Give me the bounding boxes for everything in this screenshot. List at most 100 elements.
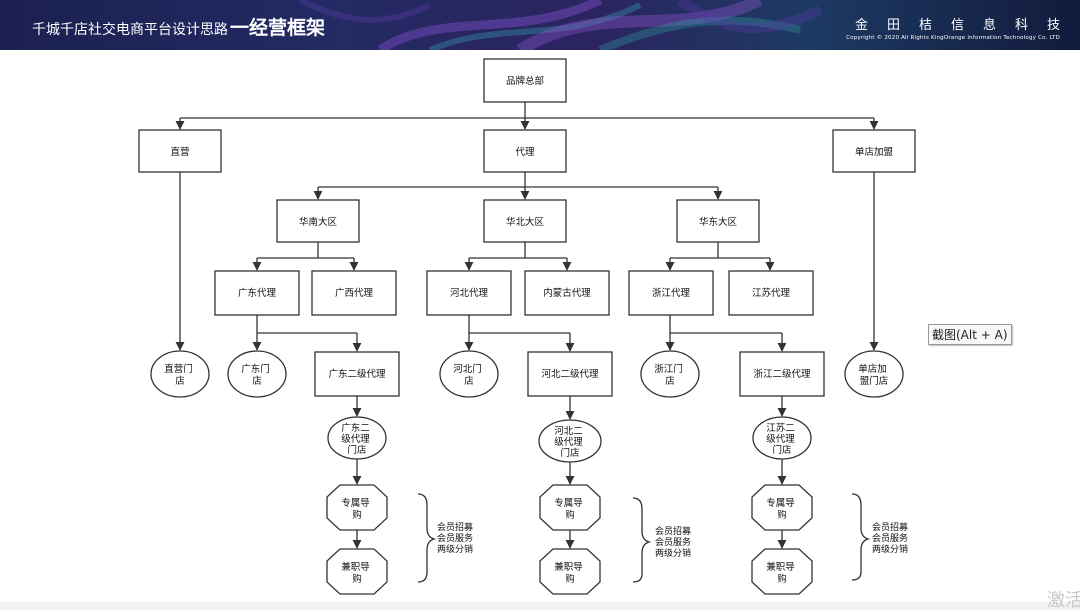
node-gd-parttime-guide-line-2: 购 [352,573,362,585]
node-hb-parttime-guide: 兼职导 购 [554,561,586,585]
node-hb-store: 河北门 店 [453,363,485,387]
node-gd-exclusive-guide: 专属导 购 [341,497,373,521]
node-gd-l2-store-line-1: 广东二 [341,422,370,434]
node-zj-l2-store-shape [752,416,812,460]
node-south-box [276,199,360,243]
note-zj-line-1: 会员招募 [872,521,908,533]
node-zj-exclusive-guide-line-1: 专属导 [766,497,795,509]
node-gd-store-line-2: 店 [252,375,262,387]
node-hb-l2-store: 河北二 级代理 门店 [554,425,586,459]
node-hb-l2-agent: 河北二级代理 [541,368,599,380]
node-hb-l2-store-shape [538,419,602,463]
node-zj-parttime-guide: 兼职导 购 [766,561,798,585]
node-hb-store-line-2: 店 [464,375,474,387]
node-gd-l2-store-line-2: 级代理 [341,433,370,445]
node-zj-l2-agent: 浙江二级代理 [753,368,811,380]
rect-nodes [138,58,916,397]
node-hb-agent: 河北代理 [450,287,489,299]
page-title: 千城千店社交电商平台设计思路一经营框架 [32,13,325,40]
node-north-region: 华北大区 [506,216,545,228]
node-zj-exclusive-guide: 专属导 购 [766,497,798,521]
node-gd-agent: 广东代理 [238,287,277,299]
octagon-nodes [326,484,813,595]
node-gd-l2-store-shape [327,416,387,460]
node-gd-store: 广东门 店 [241,363,273,387]
node-franchise-box [832,129,916,173]
brand-name: 金田桔信息科技 [854,18,1079,33]
node-hb-exclusive-guide: 专属导 购 [554,497,586,521]
brace-group [417,493,871,583]
node-gd-exclusive-guide-shape [326,484,388,531]
brace-zj [851,493,871,581]
page-title-sub: 千城千店社交电商平台设计思路 [32,22,228,38]
node-agent-box [483,129,567,173]
node-east-region: 华东大区 [699,216,738,228]
node-hq-box [483,58,567,103]
node-gd-exclusive-guide-line-1: 专属导 [341,497,370,509]
note-hb-line-2: 会员服务 [655,536,691,548]
node-hb-parttime-guide-shape [539,548,601,595]
node-zj-exclusive-guide-shape [751,484,813,531]
node-gd-parttime-guide-line-1: 兼职导 [341,561,370,573]
node-zj-store-line-1: 浙江门 [654,363,683,375]
node-hb-store-shape [439,350,499,398]
node-hb-exclusive-guide-line-1: 专属导 [554,497,583,509]
screenshot-tooltip: 截图(Alt + A) [928,324,1012,345]
brand-copyright: Copyright © 2020 All Rights KingOrange I… [846,35,1060,41]
note-gd-line-2: 会员服务 [437,532,473,544]
node-zj-store-line-2: 店 [665,375,675,387]
node-single-franchise: 单店加盟 [855,146,894,158]
node-zj-agent: 浙江代理 [652,287,691,299]
node-nmg-agent: 内蒙古代理 [543,287,591,299]
node-labels: 品牌总部 直营 代理 单店加盟 华南大区 华北大区 华东大区 广东代理 广西代理… [170,75,893,380]
bottom-strip [0,602,1080,610]
node-zj-l2-store-line-3: 门店 [772,444,791,456]
node-hb-parttime-guide-line-1: 兼职导 [554,561,583,573]
node-hb-l2-store-line-2: 级代理 [554,436,583,448]
node-hb-l2-box [527,351,613,397]
node-direct-store-line-2: 店 [175,375,185,387]
node-js-agent: 江苏代理 [752,287,791,299]
node-south-region: 华南大区 [299,216,338,228]
node-franchise-store-shape [844,350,904,398]
note-zj-line-3: 两级分销 [872,543,908,555]
note-gd: 会员招募 会员服务 两级分销 [437,521,476,555]
header-swirl-decoration [298,0,823,50]
node-franchise-store-line-1: 单店加 [858,363,887,375]
activation-watermark: 激活 [1047,590,1080,611]
connector-lines [175,102,879,549]
note-hb-line-1: 会员招募 [655,525,691,537]
node-zj-l2-box [739,351,825,397]
node-nmg-agent-box [524,270,610,316]
note-gd-line-1: 会员招募 [437,521,473,533]
node-direct-box [138,129,222,173]
org-chart-diagram: 品牌总部 直营 代理 单店加盟 华南大区 华北大区 华东大区 广东代理 广西代理… [138,58,916,595]
node-gd-store-shape [227,350,287,398]
node-gx-agent-box [311,270,397,316]
node-zj-parttime-guide-shape [751,548,813,595]
node-gd-parttime-guide-shape [326,548,388,595]
brace-gd [417,493,437,583]
node-direct-store-line-1: 直营门 [164,363,193,375]
node-hb-exclusive-guide-shape [539,484,601,531]
node-gd-l2-store-line-3: 门店 [347,444,366,456]
note-hb-line-3: 两级分销 [655,547,691,559]
node-gd-exclusive-guide-line-2: 购 [352,509,362,521]
node-hq: 品牌总部 [506,75,544,87]
node-zj-exclusive-guide-line-2: 购 [777,509,787,521]
ellipse-nodes [150,350,904,463]
node-js-agent-box [728,270,814,316]
node-zj-parttime-guide-line-1: 兼职导 [766,561,795,573]
node-franchise-store-line-2: 盟门店 [860,375,889,387]
brand-block: 金田桔信息科技 Copyright © 2020 All Rights King… [846,14,1060,41]
node-gd-store-line-1: 广东门 [241,363,270,375]
side-notes: 会员招募 会员服务 两级分销 会员招募 会员服务 两级分销 会员招募 会员服务 … [437,521,908,559]
node-zj-l2-store-line-2: 级代理 [766,433,795,445]
node-zj-parttime-guide-line-2: 购 [777,573,787,585]
node-gd-l2-agent: 广东二级代理 [328,368,386,380]
node-hb-parttime-guide-line-2: 购 [565,573,575,585]
node-hb-l2-store-line-1: 河北二 [554,425,583,437]
brace-hb [632,497,652,583]
node-direct: 直营 [170,146,189,158]
multiline-node-labels: 直营门 店 广东门 店 河北门 店 浙江门 店 单店加 盟门店 广东二 级代理 … [164,363,889,585]
